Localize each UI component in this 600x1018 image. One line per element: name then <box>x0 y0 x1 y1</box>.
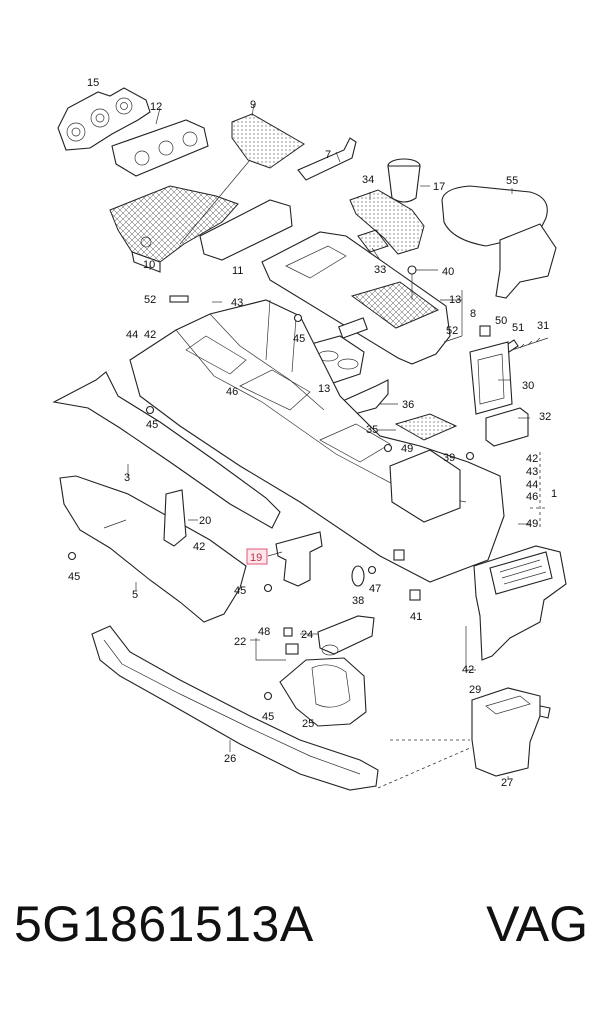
callout: 22 <box>234 636 246 648</box>
leader-lines <box>127 151 530 780</box>
callout: 8 <box>470 308 476 320</box>
callout: 39 <box>443 452 455 464</box>
brand-name: VAG <box>486 896 588 952</box>
footer: 5G1861513A VAG <box>0 895 600 985</box>
dashed-boundaries <box>377 452 546 789</box>
part-armrest-55 <box>441 185 557 299</box>
callout: 33 <box>374 264 386 276</box>
callout: 15 <box>87 77 99 89</box>
part-mat-33 <box>357 229 389 253</box>
callout: 55 <box>506 175 518 187</box>
part-side-panel-5 <box>59 475 247 623</box>
callout: 40 <box>442 266 454 278</box>
callout: 49 <box>526 518 538 530</box>
callout: 48 <box>258 626 270 638</box>
callout: 52 <box>446 325 458 337</box>
callout: 41 <box>410 611 422 623</box>
callout: 42 <box>462 664 474 676</box>
part-bracket-20 <box>163 489 187 547</box>
part-climate-panel <box>57 87 151 151</box>
callout: 31 <box>537 320 549 332</box>
callout: 19 <box>250 552 262 564</box>
callout-labels: 15 12 9 7 34 17 55 10 33 40 11 13 52 8 5… <box>68 77 557 789</box>
callout: 17 <box>433 181 445 193</box>
part-trim-panel-12 <box>111 107 209 177</box>
part-screw-40 <box>407 265 438 300</box>
part-clip-52 <box>169 295 189 303</box>
part-block-32 <box>485 407 529 447</box>
part-side-trim-3 <box>52 371 281 529</box>
callout: 12 <box>150 101 162 113</box>
part-shifter-housing-25 <box>279 644 367 727</box>
callout: 34 <box>362 174 374 186</box>
part-rear-vent-29 <box>473 545 567 661</box>
callout: 38 <box>352 595 364 607</box>
callout: 13 <box>449 294 461 306</box>
callout: 45 <box>262 711 274 723</box>
callout: 24 <box>301 629 313 641</box>
callout: 49 <box>401 443 413 455</box>
callout: 42 <box>144 329 156 341</box>
callout: 11 <box>232 265 243 277</box>
part-duct-26 <box>91 625 379 791</box>
part-handle-7 <box>297 137 357 181</box>
callout: 45 <box>293 333 305 345</box>
callout: 44 <box>526 479 538 491</box>
callout: 52 <box>144 294 156 306</box>
callout: 45 <box>68 571 80 583</box>
callout: 10 <box>143 259 155 271</box>
part-bracket-19 <box>267 531 323 587</box>
part-fastener-50 <box>479 325 491 337</box>
part-rear-duct-27 <box>471 687 551 777</box>
callout: 30 <box>522 380 534 392</box>
callout: 47 <box>369 583 381 595</box>
part-module-30 <box>469 341 513 415</box>
callout: 43 <box>526 466 538 478</box>
callout: 29 <box>469 684 481 696</box>
part-lid-11 <box>199 199 293 261</box>
part-cap-38 <box>351 565 365 587</box>
callout: 20 <box>199 515 211 527</box>
exploded-parts-diagram: 15 12 9 7 34 17 55 10 33 40 11 13 52 8 5… <box>52 77 567 791</box>
part-fastener-48 <box>283 627 299 655</box>
part-mat-35 <box>394 413 458 441</box>
screw-set <box>67 313 475 701</box>
callout: 35 <box>366 424 378 436</box>
callout: 5 <box>132 589 138 601</box>
callout: 46 <box>226 386 238 398</box>
callout: 9 <box>250 99 256 111</box>
callout: 42 <box>193 541 205 553</box>
callout: 43 <box>231 297 243 309</box>
callout: 13 <box>318 383 330 395</box>
callout: 25 <box>302 718 314 730</box>
part-wire-31 <box>511 337 549 351</box>
part-clip-41 <box>409 589 421 601</box>
callout: 26 <box>224 753 236 765</box>
callout: 36 <box>402 399 414 411</box>
callout: 32 <box>539 411 551 423</box>
part-mat-34 <box>349 189 425 255</box>
part-console-frame-8 <box>261 231 451 365</box>
part-main-console-body <box>129 299 505 583</box>
part-cup-17 <box>387 158 430 203</box>
callout: 46 <box>526 491 538 503</box>
callout: 42 <box>526 453 538 465</box>
callout: 3 <box>124 472 130 484</box>
part-number: 5G1861513A <box>14 896 314 952</box>
callout: 45 <box>146 419 158 431</box>
highlight-box-19 <box>246 548 268 565</box>
callout: 50 <box>495 315 507 327</box>
callout: 27 <box>501 777 513 789</box>
part-storage-tray-10 <box>109 185 239 273</box>
callout: 51 <box>512 322 524 334</box>
callout: 45 <box>234 585 246 597</box>
callout: 44 <box>126 329 138 341</box>
callout: 1 <box>551 488 557 500</box>
part-mat-9 <box>231 103 305 169</box>
part-bracket-24 <box>317 615 375 655</box>
callout: 7 <box>325 149 331 161</box>
